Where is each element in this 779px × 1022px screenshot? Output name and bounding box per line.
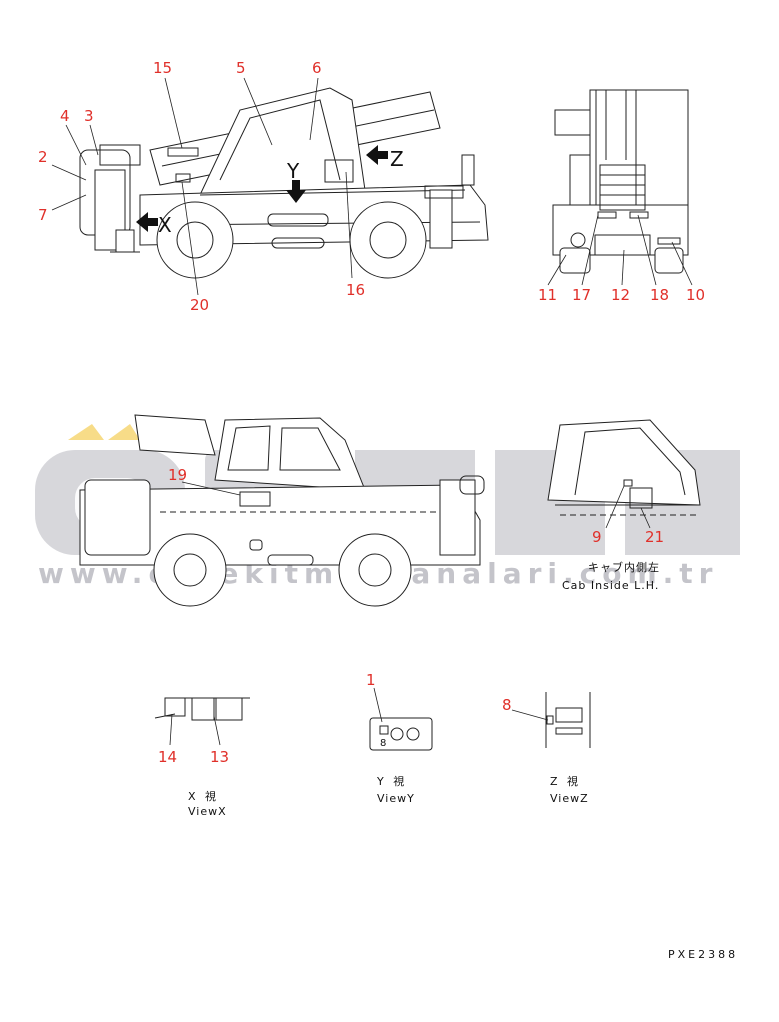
callout-20: 20 [190, 296, 209, 314]
view-arrow-y-icon [286, 180, 306, 203]
front-wheel [156, 201, 234, 279]
callout-16: 16 [346, 281, 365, 299]
drawing-code: PXE2388 [668, 948, 738, 961]
callout-9: 9 [592, 528, 602, 546]
boom-rear [134, 414, 216, 456]
view-arrow-x-icon [136, 212, 158, 232]
callout-13: 13 [210, 748, 229, 766]
machine-front-view: 11 17 12 18 10 [538, 89, 705, 304]
machine-side-view-top: X Y Z 15 5 6 4 3 2 7 16 20 [38, 59, 489, 314]
callout-7: 7 [38, 206, 48, 224]
cab-inside-view: 9 21 キャブ内側左 Cab Inside L.H. [547, 419, 701, 592]
machine-side-view-bottom: 19 [79, 414, 485, 607]
view-z-caption-jp: Z 視 [550, 774, 581, 788]
view-y-caption-jp: Y 視 [376, 774, 407, 788]
front-wheel-left [153, 533, 227, 607]
callout-21: 21 [645, 528, 664, 546]
callout-15: 15 [153, 59, 172, 77]
cab-left [214, 417, 366, 491]
callout-6: 6 [312, 59, 322, 77]
callout-10: 10 [686, 286, 705, 304]
view-x-caption-jp: X 視 [188, 789, 219, 803]
svg-text:8: 8 [380, 738, 386, 749]
view-arrow-x-label: X [158, 213, 172, 237]
callout-18: 18 [650, 286, 669, 304]
rear-wheel-left [338, 533, 412, 607]
detail-view-x: 14 13 X 視 ViewX [154, 697, 250, 818]
watermark-accent-mark [68, 424, 104, 440]
view-y-caption-en: ViewY [377, 792, 415, 805]
rear-wheel [349, 201, 427, 279]
view-z-caption-en: ViewZ [550, 792, 589, 805]
view-arrow-z-icon [366, 145, 388, 165]
callout-1: 1 [366, 671, 376, 689]
detail-view-y: 8 1 Y 視 ViewY [366, 671, 433, 805]
callout-14: 14 [158, 748, 177, 766]
callout-19: 19 [168, 466, 187, 484]
callout-2: 2 [38, 148, 48, 166]
callout-8: 8 [502, 696, 512, 714]
cab-inside-caption-jp: キャブ内側左 [588, 560, 660, 574]
callout-4: 4 [60, 107, 70, 125]
cab-inside-caption-en: Cab Inside L.H. [562, 579, 659, 592]
callout-5: 5 [236, 59, 246, 77]
view-arrow-y-label: Y [286, 159, 300, 183]
callout-17: 17 [572, 286, 591, 304]
view-x-caption-en: ViewX [188, 805, 227, 818]
callout-11: 11 [538, 286, 557, 304]
callout-12: 12 [611, 286, 630, 304]
callout-3: 3 [84, 107, 94, 125]
cab-inside-outline [547, 419, 701, 506]
view-arrow-z-label: Z [390, 147, 404, 171]
watermark-accent-mark [108, 424, 140, 440]
detail-view-z: 8 Z 視 ViewZ [502, 692, 591, 805]
